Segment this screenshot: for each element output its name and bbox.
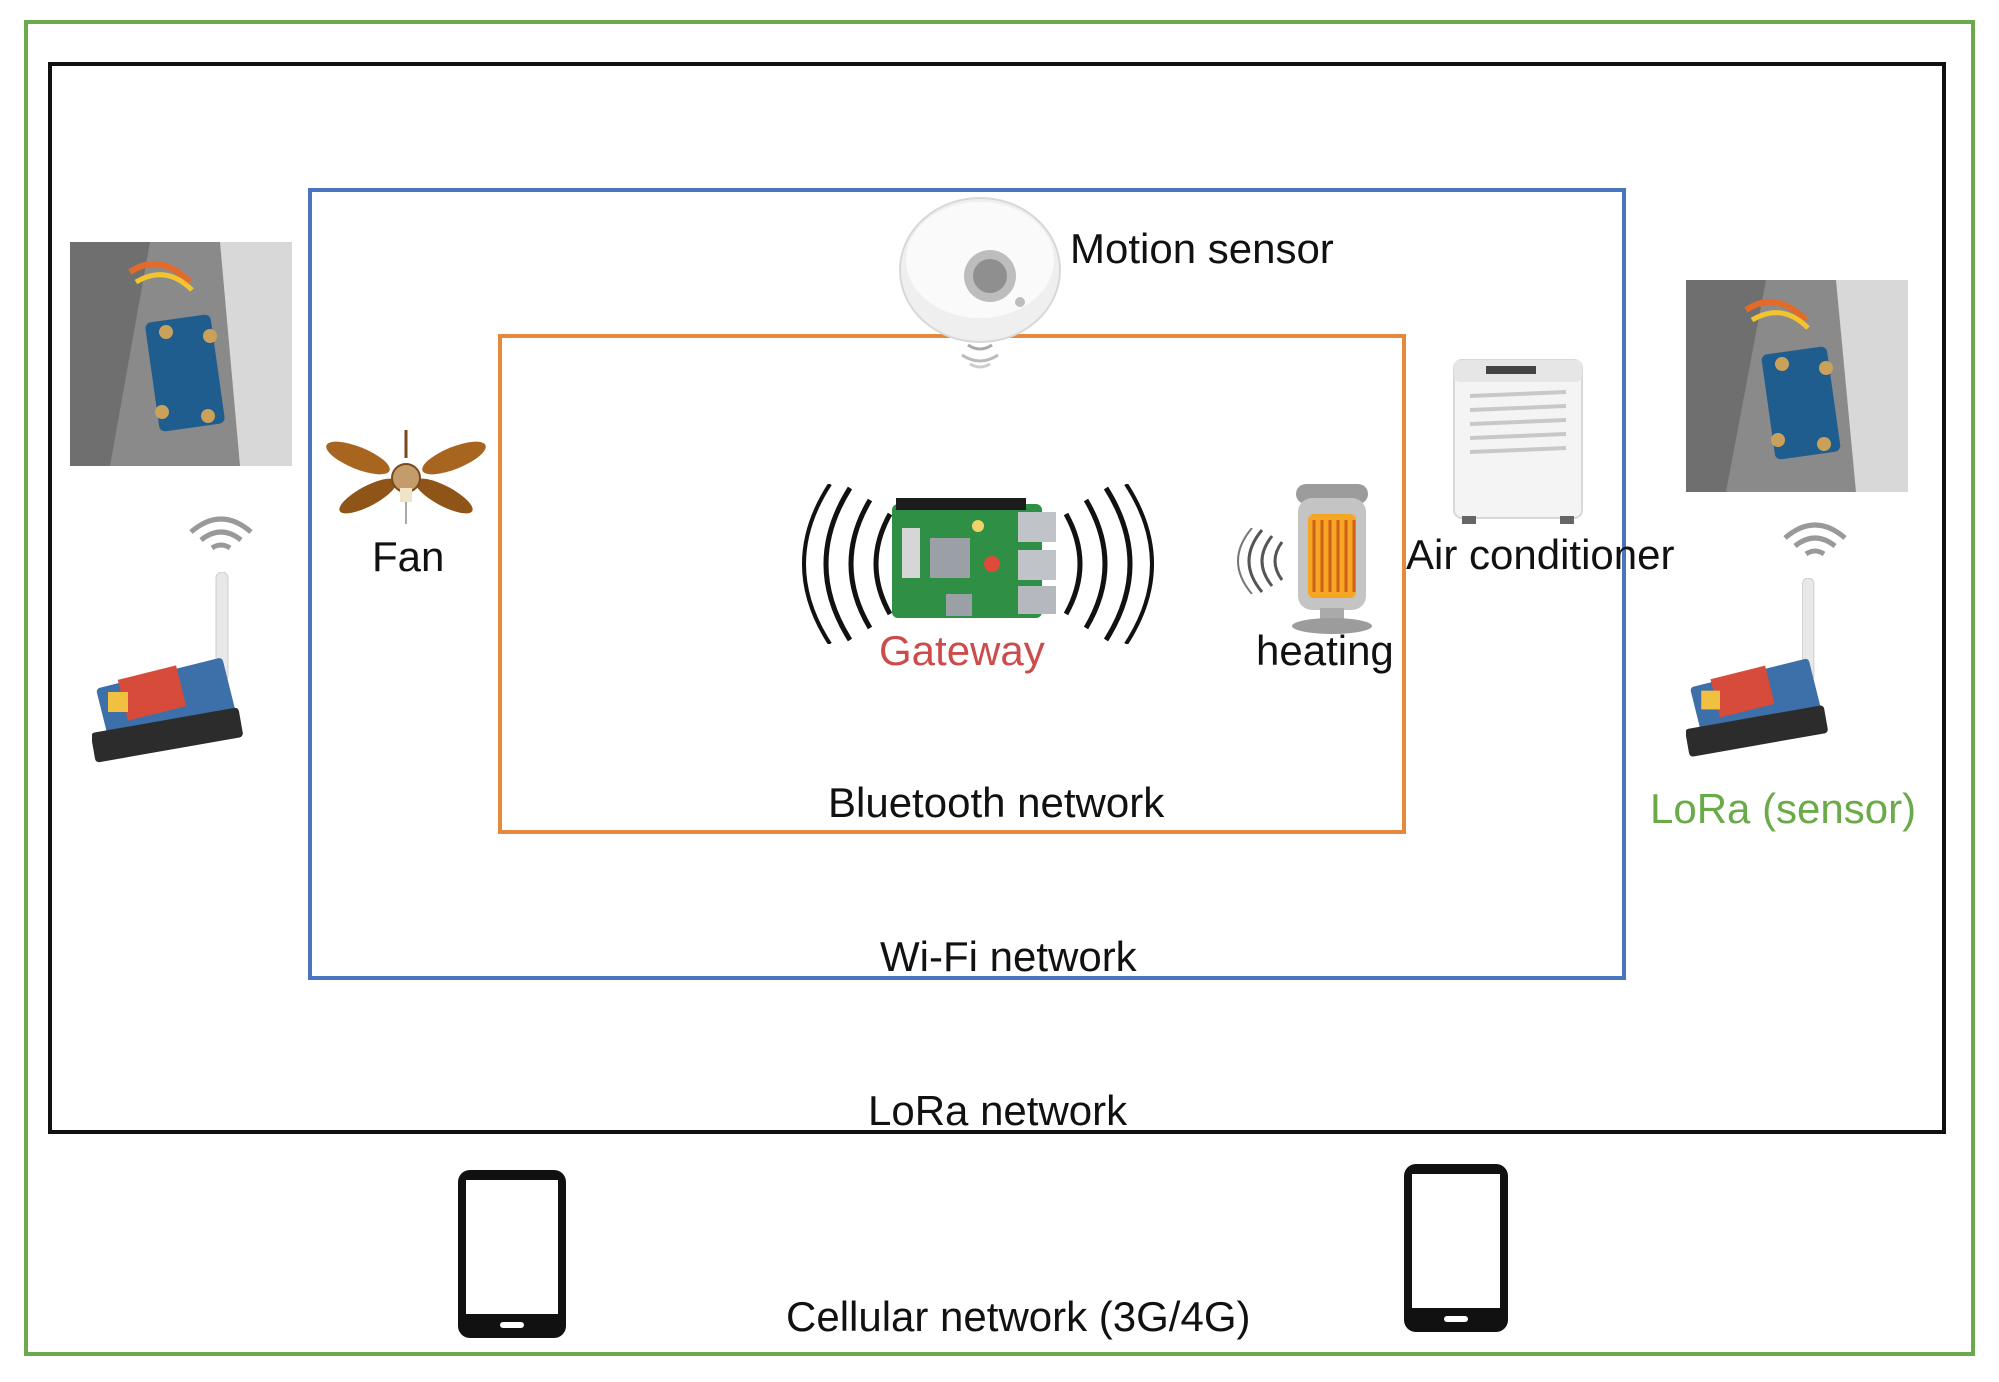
right-sensor-photo — [1686, 280, 1908, 492]
motion-sensor-icon — [890, 190, 1070, 370]
left-phone-icon — [452, 1166, 572, 1342]
bluetooth-network-label: Bluetooth network — [828, 779, 1165, 826]
left-lora-sensor-icon — [92, 572, 262, 768]
lora-network-label: LoRa network — [868, 1087, 1128, 1134]
cellular-network-label: Cellular network (3G/4G) — [786, 1293, 1251, 1340]
gateway-right-waves — [1056, 484, 1156, 644]
ceiling-fan-icon — [326, 430, 486, 530]
wifi-network-frame — [308, 188, 1626, 980]
cellular-network-frame — [24, 20, 1975, 1356]
left-wireless-icon — [186, 512, 256, 552]
raspberry-pi-icon — [892, 498, 1056, 622]
motion-sensor-label: Motion sensor — [1070, 225, 1334, 272]
heater-icon — [1284, 480, 1380, 636]
lora-sensor-label: LoRa (sensor) — [1650, 785, 1917, 832]
right-phone-icon — [1398, 1160, 1514, 1336]
right-wireless-icon — [1780, 518, 1850, 558]
air-conditioner-label: Air conditioner — [1406, 531, 1675, 578]
wifi-network-label: Wi-Fi network — [880, 933, 1137, 980]
lora-network-frame — [48, 62, 1946, 1134]
heater-waves — [1236, 528, 1286, 594]
air-conditioner-icon — [1446, 356, 1590, 526]
left-sensor-photo — [70, 242, 292, 466]
heating-label: heating — [1256, 627, 1394, 674]
gateway-left-waves — [800, 484, 900, 644]
right-lora-sensor-icon — [1686, 578, 1846, 762]
gateway-label: Gateway — [879, 627, 1045, 674]
fan-label: Fan — [372, 533, 445, 580]
